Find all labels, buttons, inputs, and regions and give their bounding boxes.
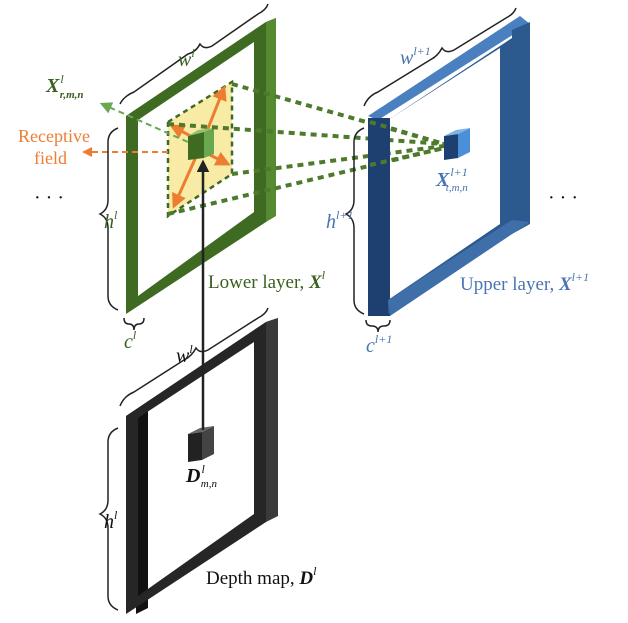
projection-overlay-2 (369, 146, 445, 167)
brace-h-upper (344, 127, 365, 315)
projection-line-2 (231, 144, 445, 176)
label-receptive-line2: field (34, 148, 67, 168)
brace-h-lower (98, 127, 119, 311)
ellipsis-right: · · · (548, 187, 578, 209)
depth-cube (188, 426, 214, 462)
depth-cube-side (202, 426, 214, 460)
depth-frame-side (136, 405, 148, 614)
upper-cube-side (458, 128, 470, 158)
lower-frame-face (126, 22, 266, 314)
label-w-depth: wl (176, 342, 193, 367)
label-w-upper: wl+1 (400, 44, 431, 69)
depth-cube-front (188, 432, 202, 462)
depth-cube-top (188, 426, 214, 434)
projection-overlay (369, 120, 445, 167)
braces (98, 3, 517, 611)
upper-cube (444, 128, 470, 160)
projection-line-3 (167, 122, 445, 146)
receptive-arrow-down (172, 149, 201, 209)
upper-cube-front (444, 134, 458, 160)
label-h-lower: hl (104, 208, 118, 233)
upper-frame-bottom (388, 220, 530, 316)
projection-lines (167, 82, 445, 216)
label-h-upper: hl+1 (326, 208, 353, 233)
label-c-lower: cl (124, 328, 137, 353)
depth-frame-face (126, 322, 266, 614)
label-receptive-line1: Receptive (18, 126, 90, 146)
brace-c-lower (123, 317, 145, 331)
upper-frame-right (512, 22, 530, 234)
label-w-lower: wl (178, 46, 195, 71)
upper-cube-top (444, 128, 470, 136)
lower-cube-side (204, 128, 214, 158)
upper-frame-top (368, 16, 530, 120)
upper-frame-left (368, 118, 390, 316)
label-c-upper: cl+1 (366, 332, 392, 357)
lower-cube-top (188, 128, 214, 136)
label-upper-layer: Upper layer, Xl+1 (460, 270, 589, 295)
label-h-depth: hl (104, 508, 118, 533)
x-r-pointer (99, 102, 189, 143)
label-depth-map: Depth map, Dl (206, 564, 317, 589)
brace-c-upper (365, 319, 391, 333)
brace-w-depth (119, 307, 269, 407)
brace-h-depth (98, 427, 119, 611)
projection-line-4 (167, 146, 445, 216)
lower-cube (188, 128, 214, 160)
upper-layer-frame (368, 16, 530, 316)
label-lower-layer: Lower layer, Xl (208, 268, 326, 293)
projection-line-1 (231, 82, 445, 146)
projection-overlay-1 (369, 120, 445, 146)
lower-cube-front (188, 132, 204, 160)
brace-w-upper (363, 7, 517, 107)
ellipsis-left: · · · (34, 187, 64, 209)
depth-frame-right (266, 318, 278, 522)
brace-w-lower (119, 3, 269, 105)
